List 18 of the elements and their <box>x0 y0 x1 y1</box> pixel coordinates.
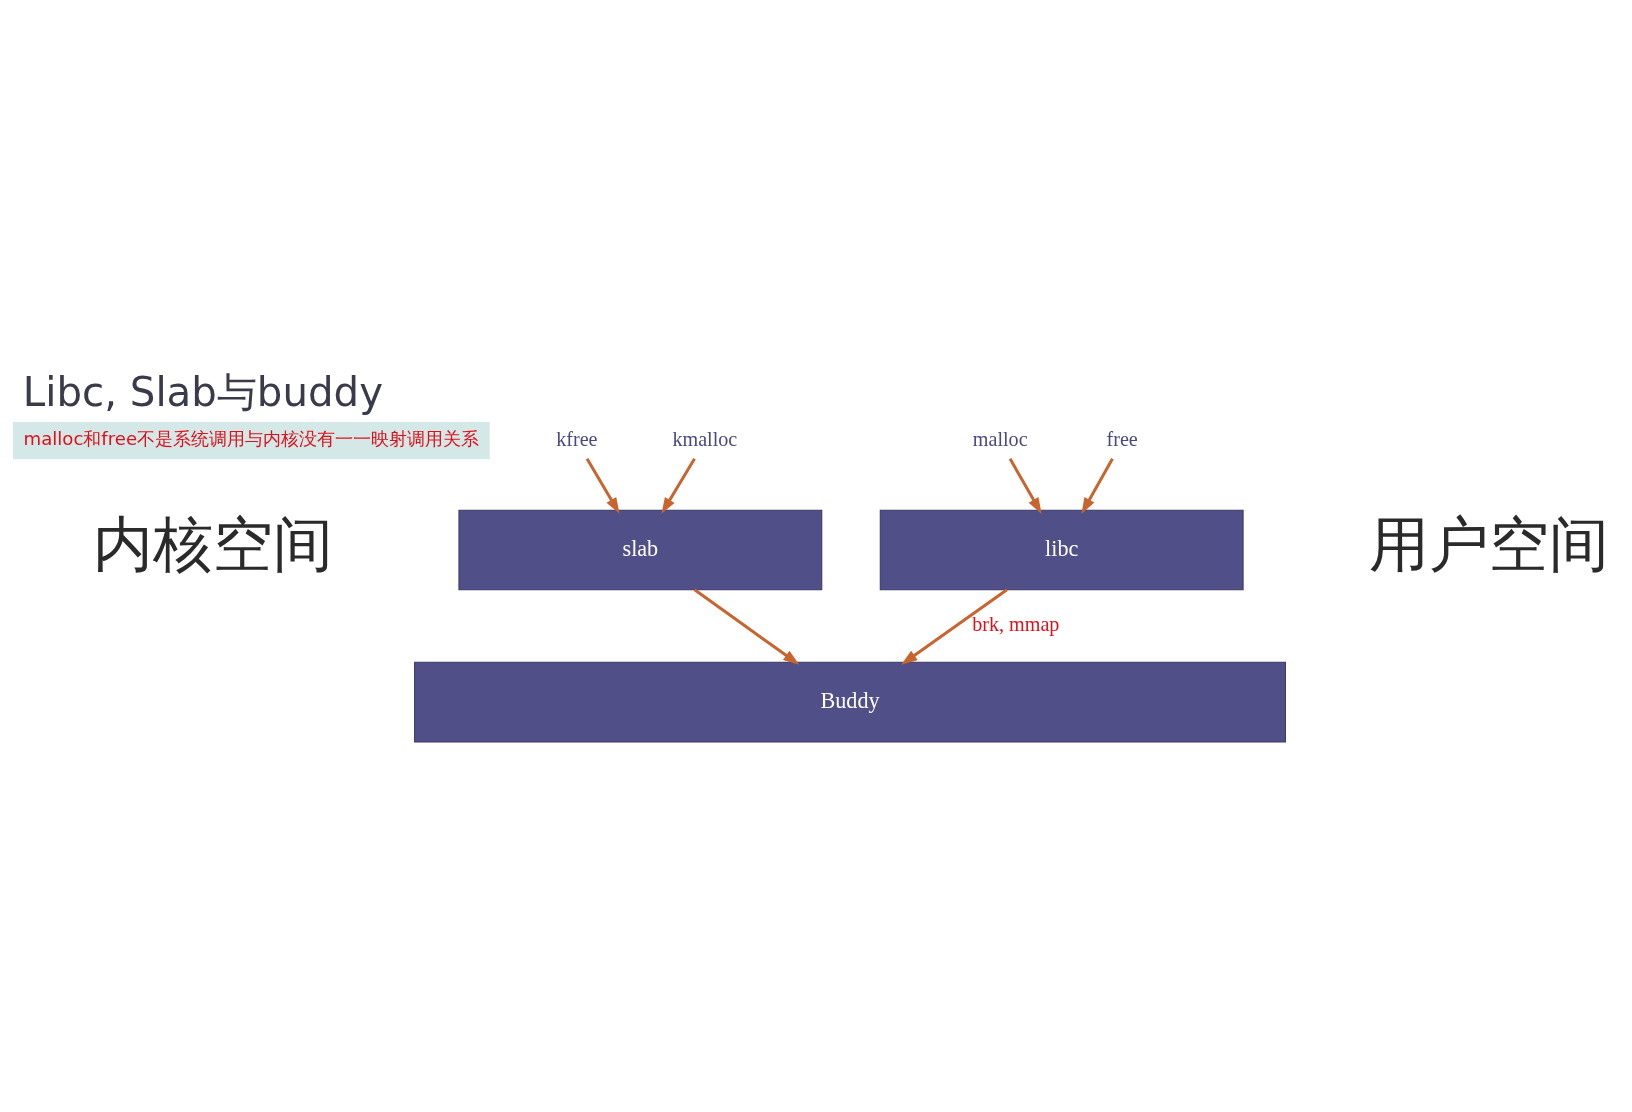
arrow <box>585 458 620 514</box>
arrow <box>1008 458 1042 514</box>
node-text: free <box>1106 427 1138 450</box>
arrow <box>661 458 696 514</box>
node-box: libc <box>879 509 1244 591</box>
node-text: kfree <box>556 427 598 450</box>
arrow <box>1081 458 1114 514</box>
node-box: slab <box>458 509 823 591</box>
node-box: Buddy <box>414 661 1286 743</box>
edge-label: brk, mmap <box>972 613 1060 636</box>
arrow <box>901 588 1008 665</box>
diagram-title: Libc, Slab与buddy <box>22 369 383 417</box>
node-text: malloc <box>972 427 1028 450</box>
label: 用户空间 <box>1369 509 1610 580</box>
arrow <box>693 588 800 665</box>
node-text: kmalloc <box>672 427 738 450</box>
node-box: malloc和free不是系统调用与内核没有一一映射调用关系 <box>12 421 490 460</box>
label: 内核空间 <box>92 509 333 580</box>
